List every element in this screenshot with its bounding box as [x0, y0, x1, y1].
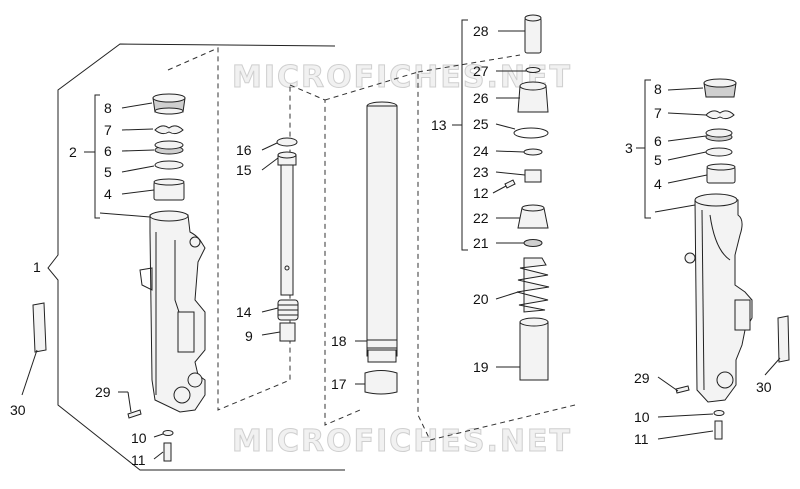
dash-guide-2	[289, 84, 361, 426]
left-fork-leg	[139, 210, 206, 413]
leader-lines	[21, 30, 781, 460]
bracket-2	[94, 94, 100, 219]
callout-5-right: 5	[654, 152, 662, 168]
callout-29-left: 29	[95, 384, 111, 400]
callout-30-left: 30	[10, 402, 26, 418]
callout-14: 14	[236, 304, 252, 320]
watermark-bottom: MICROFICHES.NET	[232, 424, 572, 460]
callout-8-left: 8	[104, 100, 112, 116]
callout-9: 9	[245, 328, 253, 344]
callout-11-left: 11	[131, 452, 146, 468]
left-screw-29	[127, 409, 142, 419]
left-bolt-11	[163, 442, 172, 462]
right-washer-10	[713, 410, 725, 416]
left-group-frame	[47, 43, 345, 471]
callout-10-left: 10	[131, 430, 147, 446]
callout-8-right: 8	[654, 81, 662, 97]
bracket-13	[461, 19, 468, 251]
callout-21: 21	[473, 235, 489, 251]
callout-18: 18	[331, 333, 347, 349]
inner-tube	[364, 101, 398, 395]
callout-2: 2	[69, 144, 77, 160]
right-fork-leg	[684, 193, 753, 403]
callout-3: 3	[625, 140, 633, 156]
callout-6-right: 6	[654, 133, 662, 149]
right-seal-stack	[703, 78, 737, 184]
callout-5-left: 5	[104, 164, 112, 180]
callout-7-left: 7	[104, 122, 112, 138]
callout-28: 28	[473, 23, 489, 39]
callout-19: 19	[473, 359, 489, 375]
callout-25: 25	[473, 116, 489, 132]
callout-26: 26	[473, 90, 489, 106]
callout-15: 15	[236, 162, 252, 178]
dash-guide-1	[167, 47, 291, 411]
callout-6-left: 6	[104, 143, 112, 159]
callout-30-right: 30	[756, 379, 772, 395]
callout-4-right: 4	[654, 176, 662, 192]
cartridge-parts	[504, 14, 550, 381]
callout-23: 23	[473, 164, 489, 180]
left-seal-stack	[152, 93, 186, 201]
callout-17: 17	[331, 376, 347, 392]
left-washer-10	[162, 430, 174, 436]
callout-27: 27	[473, 63, 489, 79]
callout-11-right: 11	[634, 431, 649, 447]
callout-24: 24	[473, 143, 489, 159]
callout-20: 20	[473, 291, 489, 307]
callout-29-right: 29	[634, 370, 650, 386]
right-reflector-30	[777, 315, 790, 363]
right-bolt-11	[714, 420, 723, 440]
callout-13: 13	[431, 117, 447, 133]
watermark-top: MICROFICHES.NET	[232, 60, 572, 96]
callout-16: 16	[236, 142, 252, 158]
damper-rod	[276, 137, 299, 342]
callout-22: 22	[473, 210, 489, 226]
callout-10-right: 10	[634, 409, 650, 425]
bracket-3	[644, 79, 651, 219]
callout-4-left: 4	[104, 186, 112, 202]
right-screw-29	[675, 385, 690, 394]
dash-guide-4	[417, 54, 521, 73]
callout-12: 12	[473, 185, 489, 201]
dash-guide-3	[324, 71, 576, 441]
callout-7-right: 7	[654, 105, 662, 121]
left-reflector-30	[32, 302, 47, 353]
callout-1: 1	[33, 259, 41, 275]
